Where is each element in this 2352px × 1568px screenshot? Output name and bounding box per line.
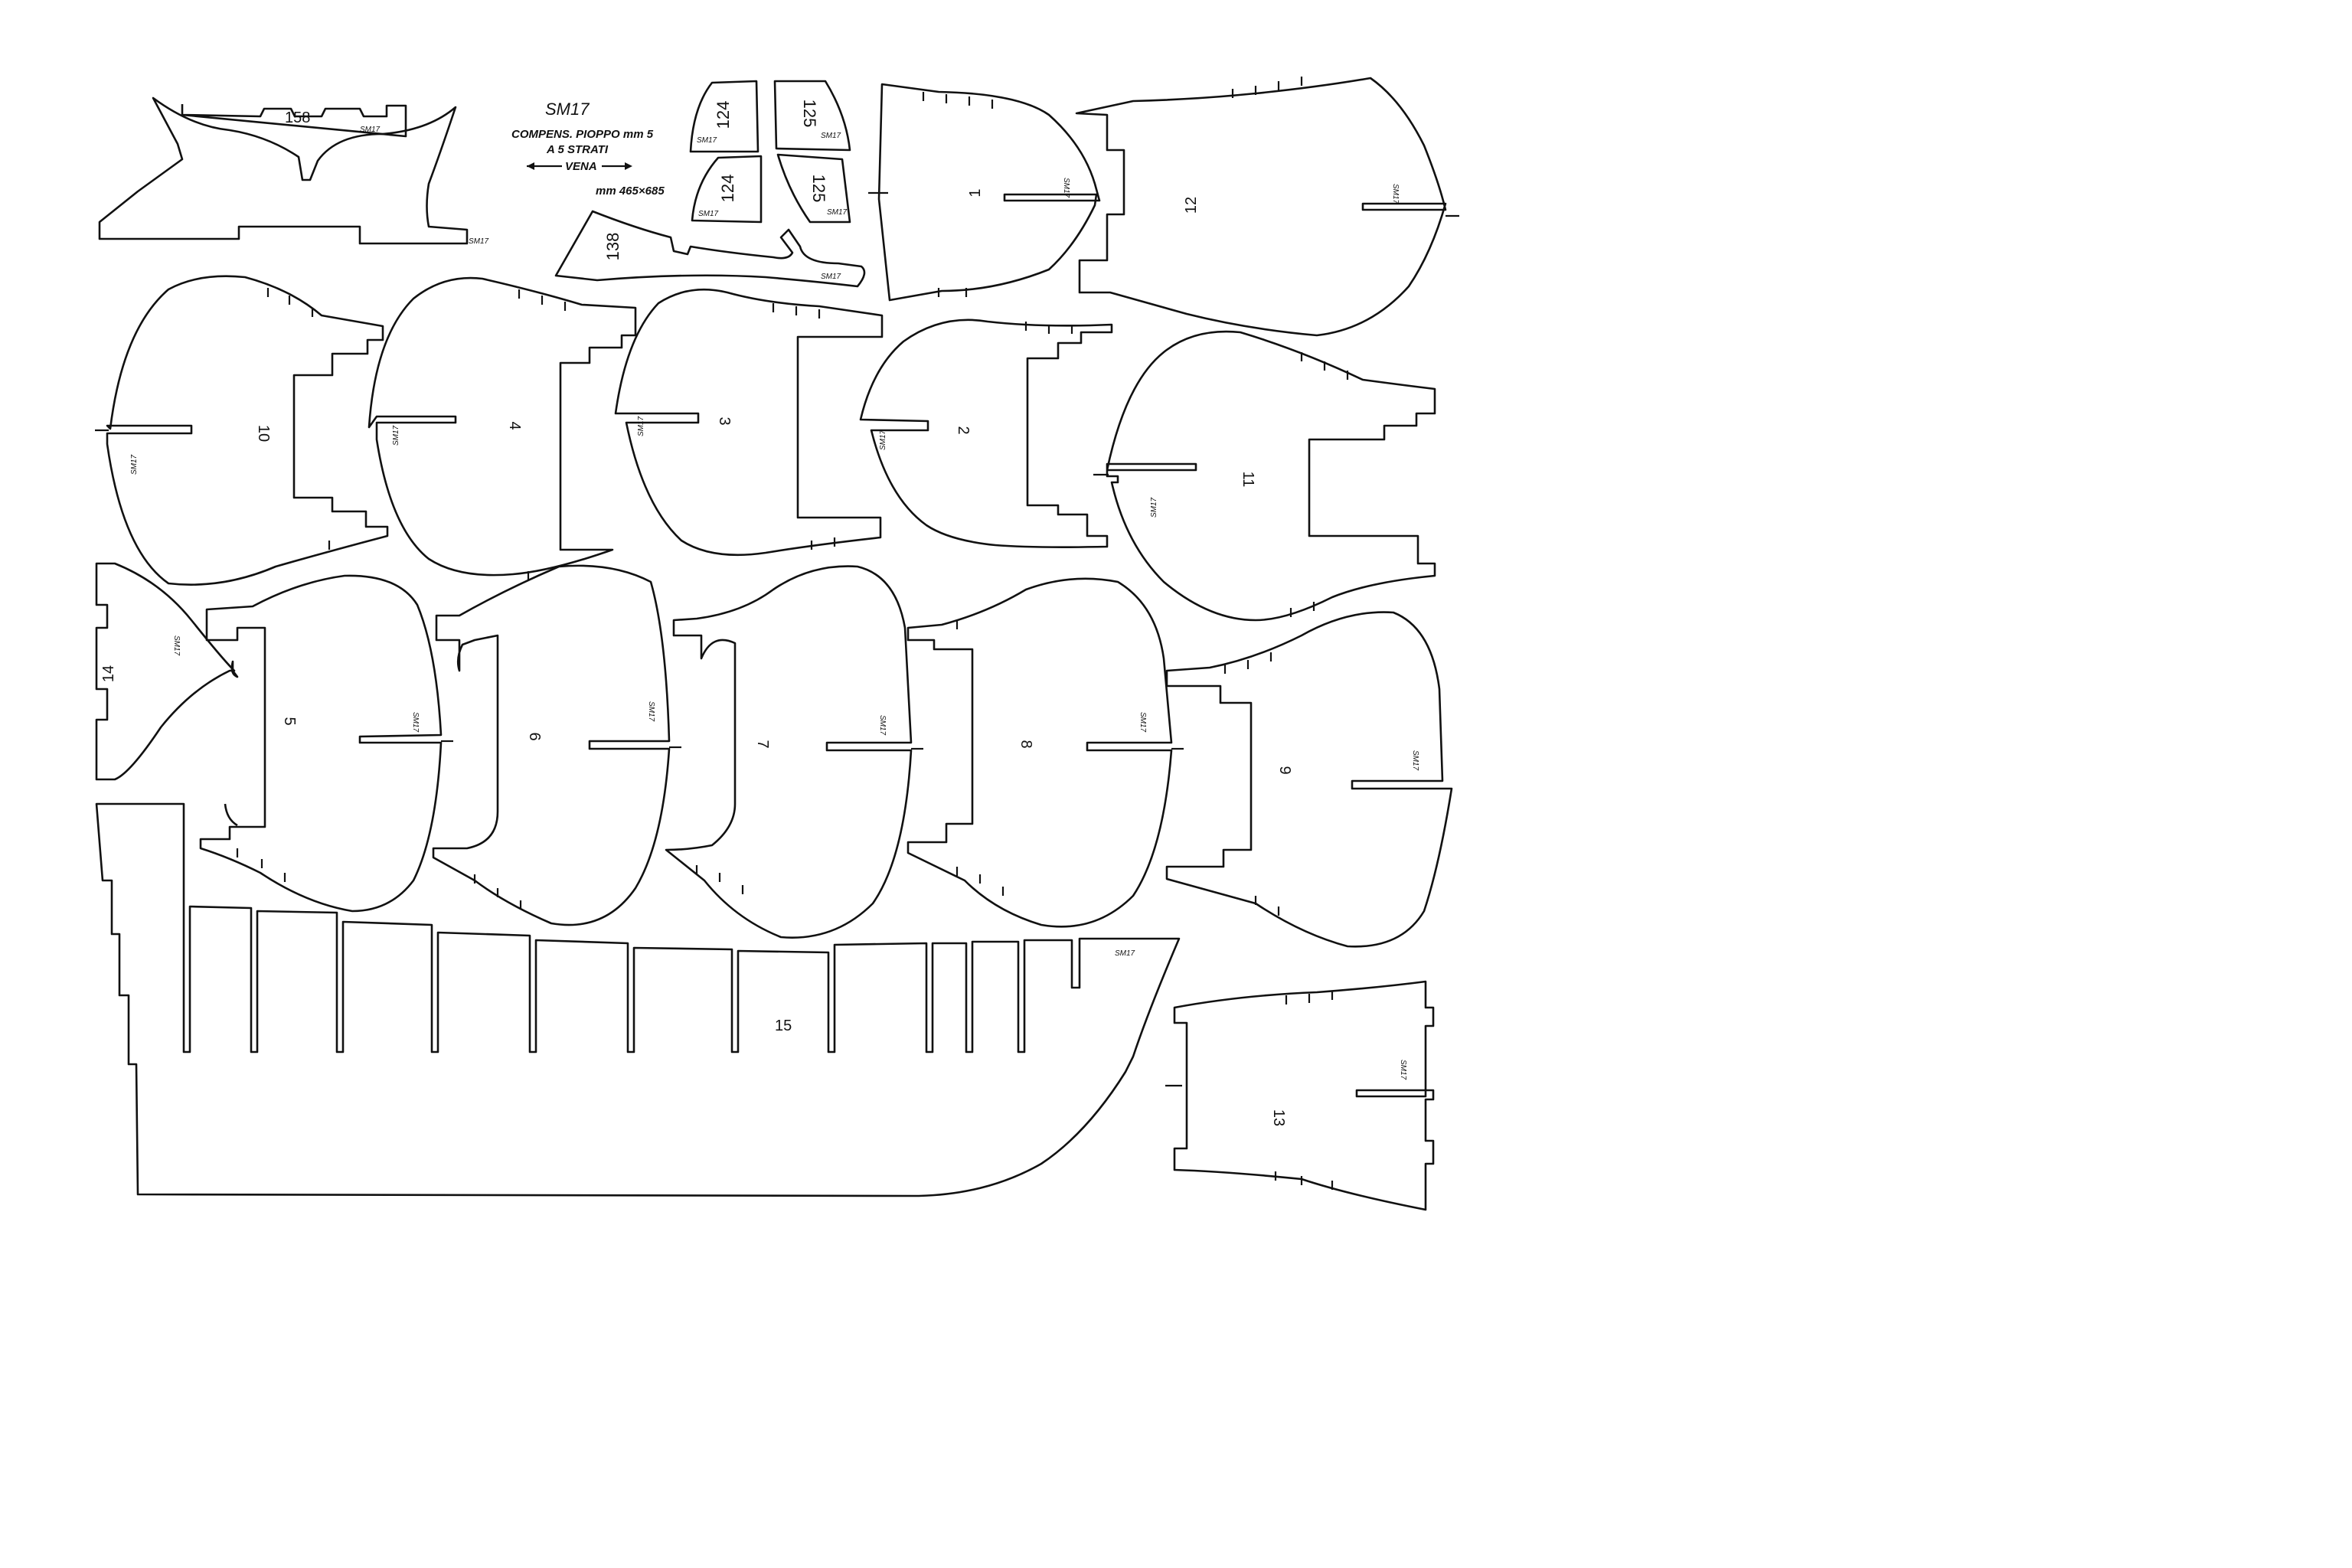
part-8: 8 SM17 — [906, 577, 1184, 928]
part-3: 3 SM17 — [614, 288, 884, 557]
part-9-code: SM17 — [1411, 750, 1419, 771]
part-13-label: 13 — [1270, 1109, 1287, 1126]
part-2: 2 SM17 — [859, 318, 1113, 548]
part-13: 13 SM17 — [1165, 980, 1435, 1211]
part-3-code: SM17 — [637, 416, 645, 436]
part-9-label: 9 — [1276, 766, 1293, 774]
part-12: 12 SM17 — [1075, 77, 1459, 337]
model-code: SM17 — [545, 100, 590, 119]
part-12-label: 12 — [1183, 197, 1200, 214]
part-158-code-2: SM17 — [469, 237, 489, 246]
part-10-label: 10 — [255, 425, 272, 442]
part-124-a: 124 SM17 — [689, 80, 760, 153]
part-5-label: 5 — [281, 717, 298, 725]
part-15-code: SM17 — [1115, 949, 1135, 958]
part-15: 15 SM17 — [95, 802, 1181, 1197]
part-11-label: 11 — [1240, 472, 1256, 488]
part-3-label: 3 — [716, 416, 733, 425]
part-10-code: SM17 — [130, 454, 139, 475]
part-8-label: 8 — [1018, 740, 1034, 748]
part-125-a: 125 SM17 — [773, 80, 851, 152]
part-6: 6 SM17 — [432, 564, 681, 926]
part-2-code: SM17 — [879, 430, 887, 450]
part-125-b-code: SM17 — [827, 208, 848, 217]
part-1-label: 1 — [967, 188, 984, 197]
grain-arrow: VENA — [527, 160, 632, 173]
part-138-code: SM17 — [821, 273, 841, 281]
part-6-code: SM17 — [647, 701, 655, 722]
part-124-b: 124 SM17 — [691, 155, 763, 224]
part-4-label: 4 — [506, 421, 523, 430]
part-14: 14 SM17 — [95, 562, 236, 781]
part-14-label: 14 — [100, 665, 117, 682]
part-13-code: SM17 — [1399, 1060, 1407, 1080]
part-158: 158 SM17 SM17 — [98, 96, 489, 246]
part-138: 138 SM17 — [554, 210, 866, 288]
part-158-label: 158 — [285, 109, 310, 126]
part-2-label: 2 — [955, 426, 972, 434]
part-124-a-label: 124 — [714, 101, 733, 129]
part-125-b-label: 125 — [809, 175, 828, 203]
part-10: 10 SM17 — [95, 275, 389, 586]
part-12-code: SM17 — [1391, 184, 1400, 204]
part-158-code: SM17 — [360, 126, 381, 134]
size-label: mm 465×685 — [596, 185, 665, 198]
part-11-code: SM17 — [1150, 497, 1158, 518]
part-125-b: 125 SM17 — [776, 153, 851, 224]
part-1-code: SM17 — [1062, 178, 1070, 198]
part-14-code: SM17 — [172, 635, 181, 656]
part-15-label: 15 — [775, 1018, 792, 1034]
part-4-code: SM17 — [392, 425, 400, 446]
material-line-1: COMPENS. PIOPPO mm 5 — [511, 128, 654, 141]
part-5-code: SM17 — [411, 712, 420, 733]
part-125-a-code: SM17 — [821, 132, 841, 140]
part-7: 7 SM17 — [665, 565, 923, 939]
part-138-label: 138 — [603, 233, 622, 261]
part-6-label: 6 — [526, 732, 543, 740]
part-124-b-label: 124 — [718, 175, 737, 203]
part-11: 11 SM17 — [1093, 330, 1436, 622]
part-125-a-label: 125 — [800, 100, 819, 128]
part-1: 1 SM17 — [868, 83, 1101, 302]
part-9: 9 SM17 — [1165, 611, 1453, 948]
grain-label: VENA — [565, 160, 597, 173]
part-124-b-code: SM17 — [698, 210, 719, 218]
part-7-code: SM17 — [878, 715, 887, 736]
part-4: 4 SM17 — [368, 276, 637, 580]
part-124-a-code: SM17 — [697, 136, 717, 145]
part-8-code: SM17 — [1138, 712, 1147, 733]
material-line-2: A 5 STRATI — [546, 143, 609, 156]
part-7-label: 7 — [754, 740, 771, 748]
part-5: 5 SM17 — [199, 574, 453, 913]
